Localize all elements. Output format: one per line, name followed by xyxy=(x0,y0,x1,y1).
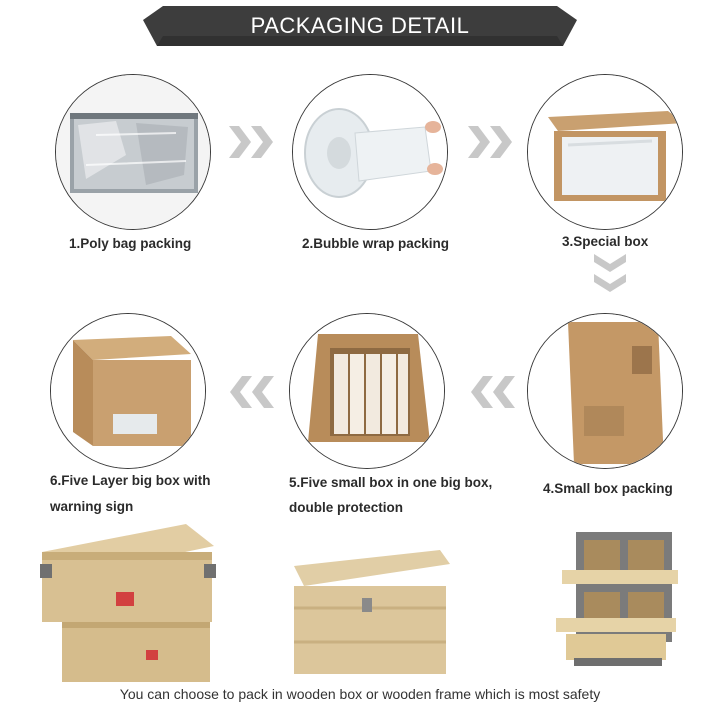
step-5-label: 5.Five small box in one big box, xyxy=(289,475,493,490)
step-5-label-line2: double protection xyxy=(289,500,403,515)
step-6-image xyxy=(50,313,206,469)
special-box-icon xyxy=(528,75,682,229)
step-3-label: 3.Special box xyxy=(562,234,649,249)
banner-shape xyxy=(143,6,577,46)
wooden-crates-stacked-icon xyxy=(40,524,216,682)
wooden-box-icon xyxy=(294,550,450,674)
step-3-image xyxy=(527,74,683,230)
poly-bag-icon xyxy=(56,75,210,229)
arrow-right-icon xyxy=(468,126,512,158)
big-box-icon xyxy=(51,314,205,468)
step-6-label-line2: warning sign xyxy=(50,499,134,514)
bubble-wrap-roll-icon xyxy=(293,75,447,229)
header-banner: PACKAGING DETAIL xyxy=(143,6,577,46)
arrow-left-icon xyxy=(471,376,515,408)
step-4-image xyxy=(527,313,683,469)
footer-note: You can choose to pack in wooden box or … xyxy=(119,686,601,702)
arrow-down-icon xyxy=(594,254,626,292)
step-1-label: 1.Poly bag packing xyxy=(69,236,192,251)
step-2-image xyxy=(292,74,448,230)
arrow-right-icon xyxy=(229,126,273,158)
page-title: PACKAGING DETAIL xyxy=(250,13,470,38)
step-5-image xyxy=(289,313,445,469)
step-4-label: 4.Small box packing xyxy=(543,481,673,496)
step-2-label: 2.Bubble wrap packing xyxy=(302,236,450,251)
wooden-frame-icon xyxy=(556,532,678,666)
step-1-image xyxy=(55,74,211,230)
arrow-left-icon xyxy=(230,376,274,408)
small-box-icon xyxy=(528,314,682,468)
open-big-box-icon xyxy=(290,314,444,468)
step-6-label: 6.Five Layer big box with xyxy=(50,473,211,488)
